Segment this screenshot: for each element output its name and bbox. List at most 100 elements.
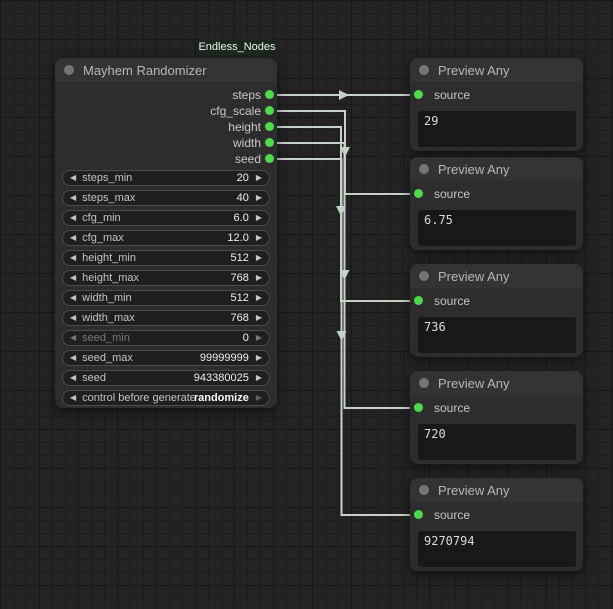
decrement-arrow-icon[interactable]: ◀ [70, 193, 77, 202]
collapse-dot-icon[interactable] [419, 485, 429, 495]
collapse-dot-icon[interactable] [419, 164, 429, 174]
increment-arrow-icon[interactable]: ▶ [255, 373, 262, 382]
widget-height-min[interactable]: ◀ height_min 512 ▶ [62, 250, 270, 266]
node-preview-any-1[interactable]: Preview Any source 29 [410, 58, 583, 151]
widget-value[interactable]: 943380025 [193, 372, 249, 384]
node-title: Mayhem Randomizer [83, 62, 207, 78]
node-header[interactable]: Mayhem Randomizer [55, 58, 277, 82]
node-mayhem-randomizer[interactable]: Mayhem Randomizer steps cfg_scale height… [55, 58, 277, 408]
widget-value[interactable]: 99999999 [199, 352, 249, 364]
increment-arrow-icon[interactable]: ▶ [255, 253, 262, 262]
output-cfg-scale: cfg_scale [55, 103, 277, 119]
input-slot-icon[interactable] [414, 403, 423, 412]
output-slot-icon[interactable] [265, 154, 274, 163]
increment-arrow-icon[interactable]: ▶ [255, 353, 262, 362]
widget-width-max[interactable]: ◀ width_max 768 ▶ [62, 310, 270, 326]
preview-value-box[interactable]: 720 [418, 424, 576, 460]
preview-value-box[interactable]: 6.75 [418, 210, 576, 246]
increment-arrow-icon[interactable]: ▶ [255, 333, 262, 342]
widget-label: height_max [82, 272, 140, 284]
output-slot-icon[interactable] [265, 138, 274, 147]
decrement-arrow-icon[interactable]: ◀ [70, 373, 77, 382]
decrement-arrow-icon[interactable]: ◀ [70, 273, 77, 282]
link-width-arrow [339, 270, 350, 280]
input-slot-icon[interactable] [414, 189, 423, 198]
decrement-arrow-icon[interactable]: ◀ [70, 253, 77, 262]
next-option-arrow-icon[interactable]: ▶ [255, 393, 262, 402]
collapse-dot-icon[interactable] [419, 65, 429, 75]
widget-width-min[interactable]: ◀ width_min 512 ▶ [62, 290, 270, 306]
widget-control-before-generate[interactable]: ◀ control before generate randomize ▶ [62, 390, 270, 406]
collapse-dot-icon[interactable] [419, 271, 429, 281]
node-header[interactable]: Preview Any [410, 264, 583, 288]
input-label: source [434, 294, 471, 308]
input-slot-icon[interactable] [414, 510, 423, 519]
widget-cfg-min[interactable]: ◀ cfg_min 6.0 ▶ [62, 210, 270, 226]
widget-value[interactable]: 512 [230, 292, 249, 304]
output-label: width [232, 136, 261, 150]
output-slot-icon[interactable] [265, 90, 274, 99]
output-slot-icon[interactable] [265, 122, 274, 131]
widget-value[interactable]: randomize [193, 392, 249, 404]
increment-arrow-icon[interactable]: ▶ [255, 193, 262, 202]
widget-seed-min[interactable]: ◀ seed_min 0 ▶ [62, 330, 270, 346]
widget-value[interactable]: 768 [230, 312, 249, 324]
input-slot-icon[interactable] [414, 296, 423, 305]
decrement-arrow-icon[interactable]: ◀ [70, 213, 77, 222]
widget-steps-min[interactable]: ◀ steps_min 20 ▶ [62, 170, 270, 186]
widget-value[interactable]: 768 [230, 272, 249, 284]
decrement-arrow-icon[interactable]: ◀ [70, 233, 77, 242]
decrement-arrow-icon[interactable]: ◀ [70, 173, 77, 182]
decrement-arrow-icon[interactable]: ◀ [70, 353, 77, 362]
decrement-arrow-icon[interactable]: ◀ [70, 293, 77, 302]
increment-arrow-icon[interactable]: ▶ [255, 173, 262, 182]
collapse-dot-icon[interactable] [419, 378, 429, 388]
node-header[interactable]: Preview Any [410, 58, 583, 82]
increment-arrow-icon[interactable]: ▶ [255, 293, 262, 302]
node-title: Preview Any [438, 62, 510, 78]
node-preview-any-4[interactable]: Preview Any source 720 [410, 371, 583, 464]
node-title: Preview Any [438, 482, 510, 498]
link-cfg-arrow [340, 147, 350, 157]
decrement-arrow-icon[interactable]: ◀ [70, 333, 77, 342]
widget-label: cfg_min [82, 212, 121, 224]
preview-value-box[interactable]: 9270794 [418, 531, 576, 567]
node-header[interactable]: Preview Any [410, 478, 583, 502]
widget-value[interactable]: 20 [236, 172, 249, 184]
output-slot-icon[interactable] [265, 106, 274, 115]
collapse-dot-icon[interactable] [64, 65, 74, 75]
increment-arrow-icon[interactable]: ▶ [255, 273, 262, 282]
widget-value[interactable]: 0 [242, 332, 249, 344]
increment-arrow-icon[interactable]: ▶ [255, 233, 262, 242]
increment-arrow-icon[interactable]: ▶ [255, 313, 262, 322]
widget-value[interactable]: 6.0 [233, 212, 249, 224]
widget-value[interactable]: 12.0 [227, 232, 249, 244]
widget-seed[interactable]: ◀ seed 943380025 ▶ [62, 370, 270, 386]
input-label: source [434, 88, 471, 102]
decrement-arrow-icon[interactable]: ◀ [70, 313, 77, 322]
widget-height-max[interactable]: ◀ height_max 768 ▶ [62, 270, 270, 286]
output-seed: seed [55, 151, 277, 167]
prev-option-arrow-icon[interactable]: ◀ [70, 393, 77, 402]
widget-value[interactable]: 512 [230, 252, 249, 264]
widget-seed-max[interactable]: ◀ seed_max 99999999 ▶ [62, 350, 270, 366]
widget-label: cfg_max [82, 232, 124, 244]
widget-label: control before generate [82, 392, 194, 404]
preview-value-box[interactable]: 736 [418, 317, 576, 353]
node-preview-any-5[interactable]: Preview Any source 9270794 [410, 478, 583, 571]
widget-steps-max[interactable]: ◀ steps_max 40 ▶ [62, 190, 270, 206]
widget-value[interactable]: 40 [236, 192, 249, 204]
preview-value-box[interactable]: 29 [418, 111, 576, 147]
increment-arrow-icon[interactable]: ▶ [255, 213, 262, 222]
node-header[interactable]: Preview Any [410, 371, 583, 395]
input-slot-icon[interactable] [414, 90, 423, 99]
link-height-arrow [336, 206, 346, 216]
widget-cfg-max[interactable]: ◀ cfg_max 12.0 ▶ [62, 230, 270, 246]
widget-label: steps_max [82, 192, 136, 204]
node-header[interactable]: Preview Any [410, 157, 583, 181]
node-preview-any-3[interactable]: Preview Any source 736 [410, 264, 583, 357]
widget-label: seed_max [82, 352, 133, 364]
node-preview-any-2[interactable]: Preview Any source 6.75 [410, 157, 583, 250]
